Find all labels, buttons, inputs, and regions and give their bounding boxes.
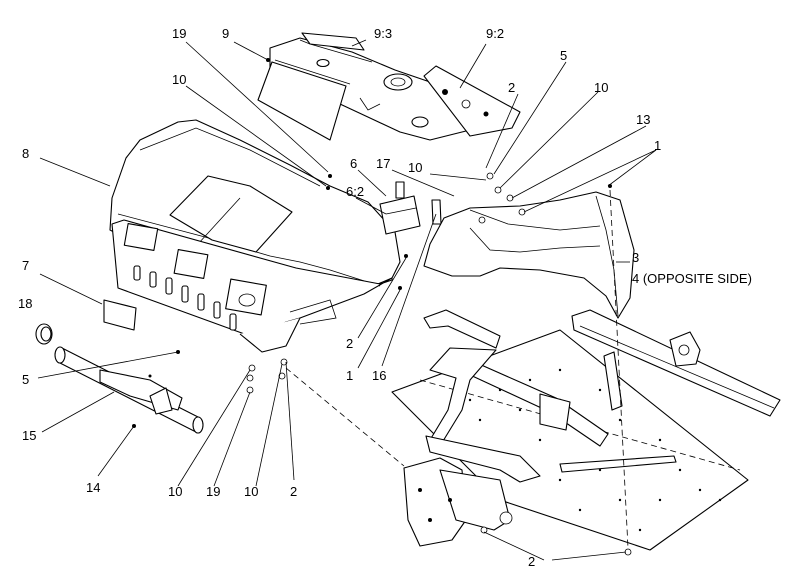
callout-5: 5	[560, 48, 567, 63]
hood-grille-slots	[133, 265, 237, 331]
callout-18: 18	[18, 296, 32, 311]
callout-10: 10	[168, 484, 182, 499]
callout-9-3: 9:3	[374, 26, 392, 41]
part-9-3-decal	[301, 32, 365, 51]
part-8-hood	[109, 119, 401, 353]
callout-14: 14	[86, 480, 100, 495]
callout-9: 9	[222, 26, 229, 41]
callout-2: 2	[508, 80, 515, 95]
callout-2: 2	[290, 484, 297, 499]
callout-10: 10	[408, 160, 422, 175]
callout-1: 1	[654, 138, 661, 153]
callout-1: 1	[346, 368, 353, 383]
callout-9-2: 9:2	[486, 26, 504, 41]
callout-10: 10	[594, 80, 608, 95]
part-3-fender	[423, 191, 635, 319]
callout-10: 10	[244, 484, 258, 499]
callout-19: 19	[172, 26, 186, 41]
part-18-cap	[35, 323, 53, 345]
part-15-bumper-tube	[54, 346, 204, 434]
callout-5: 5	[22, 372, 29, 387]
callout-4-opposite-side: 4 (OPPOSITE SIDE)	[632, 271, 752, 286]
callout-6: 6	[350, 156, 357, 171]
callout-3: 3	[632, 250, 639, 265]
callout-15: 15	[22, 428, 36, 443]
callout-2: 2	[346, 336, 353, 351]
part-7-decal	[103, 299, 137, 331]
part-9-dash-cover	[257, 37, 479, 141]
leader-lines	[37, 39, 657, 561]
callout-19: 19	[206, 484, 220, 499]
callout-16: 16	[372, 368, 386, 383]
callout-labels: 19 9 9:3 9:2 5 10 2 10 13 8 6 17 10 1 6:…	[18, 26, 752, 569]
callout-17: 17	[376, 156, 390, 171]
callout-2: 2	[528, 554, 535, 569]
callout-10: 10	[172, 72, 186, 87]
callout-8: 8	[22, 146, 29, 161]
chassis-frame	[391, 309, 781, 551]
callout-13: 13	[636, 112, 650, 127]
part-6-instrument-housing	[379, 181, 442, 235]
callout-7: 7	[22, 258, 29, 273]
callout-6-2: 6:2	[346, 184, 364, 199]
part-9-2-control-plate	[423, 65, 521, 137]
